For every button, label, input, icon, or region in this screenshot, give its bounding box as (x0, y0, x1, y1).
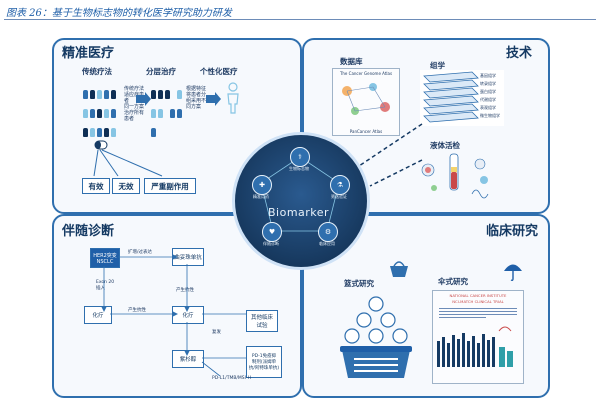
outcome-arrows (93, 149, 163, 177)
biomarker-label: Biomarker (268, 206, 330, 219)
outcome-severe-side-effects: 严重副作用 (144, 178, 196, 194)
amplification-label: 扩增/过表达 (128, 250, 153, 255)
nci-match-trial-figure: NATIONAL CANCER INSTITUTE NCI-MATCH CLIN… (432, 290, 524, 384)
exon20-label: Exon 20 插入 (96, 280, 115, 291)
traditional-therapy-label: 传统疗法 (82, 67, 112, 76)
technology-title: 技术 (506, 46, 533, 61)
omics-label: 组学 (430, 61, 445, 70)
node-label-0: 生物标志物 (289, 166, 309, 171)
clinical-research-title: 临床研究 (486, 224, 539, 239)
basket-study-label: 篮式研究 (344, 279, 374, 288)
precision-medicine-title: 精准医疗 (62, 46, 115, 61)
figure-caption: 图表 26：基于生物标志物的转化医学研究助力研发 (6, 8, 232, 19)
arrow-to-stratified (136, 92, 151, 106)
liquid-biopsy-figure (421, 153, 489, 199)
nci-match-crowd (437, 326, 513, 367)
cancer-genome-atlas-figure: The Cancer Genome Atlas PanCancer Atlas (332, 68, 400, 136)
biomarker-node-bottom-right: ⚙ (318, 222, 338, 242)
chemo-box-1: 化疗 (84, 306, 112, 324)
patient-crowd-figure (82, 84, 122, 141)
outcome-ineffective: 无效 (112, 178, 140, 194)
umbrella-study-label: 伞式研究 (438, 277, 468, 286)
node-label-3: 伴随诊断 (263, 241, 279, 246)
node-label-2: 临床应用 (319, 241, 335, 246)
biomarker-node-left: ✚ (252, 175, 272, 195)
individual-patient-icon (227, 82, 239, 114)
omics-layers-figure: 基因组学 转录组学 蛋白组学 代谢组学 表观组学 微生物组学 (420, 70, 504, 126)
nci-match-title: NATIONAL CANCER INSTITUTE NCI-MATCH CLIN… (449, 293, 507, 304)
umbrella-icon (504, 264, 522, 282)
atlas-pathways (342, 83, 390, 115)
personalized-medicine-label: 个性化医疗 (200, 67, 238, 76)
companion-diagnostics-title: 伴随诊断 (62, 224, 115, 239)
stratified-treatment-label: 分层治疗 (146, 67, 176, 76)
biomarker-node-right: ⚗ (330, 175, 350, 195)
traditional-notes: 传统疗法 适应症患者 同一方案 治疗所有 患者 (124, 86, 145, 122)
outcome-effective: 有效 (82, 178, 110, 194)
pdl1-tmb-label: PD-L1/TMB/MSI-H (212, 376, 251, 381)
biomarker-node-bottom-left: ♥ (262, 222, 282, 242)
basket-icon (390, 261, 408, 277)
pd1-inhibitor-box: PD-1免疫抑 制剂(派姆单 抗/阿特珠单抗) (246, 346, 282, 378)
atlas-subtitle: PanCancer Atlas (349, 129, 383, 134)
companion-flow-arrows (101, 254, 246, 377)
arrow-to-personalized (206, 92, 221, 106)
her2-nsclc-box: HER2突变 NSCLC (90, 248, 120, 268)
pill-icon (94, 140, 108, 150)
node-label-4: 精准用药 (253, 194, 269, 199)
node-label-1: 筛选验证 (331, 194, 347, 199)
trastuzumab-box: 曲妥珠单抗 (172, 248, 204, 266)
caption-rule (4, 19, 596, 20)
biomarker-node-top: ⚕ (290, 147, 310, 167)
recurrence-label: 复发 (212, 330, 221, 335)
liquid-biopsy-label: 液体活检 (430, 141, 460, 150)
basket-pyramid-figure (340, 296, 412, 378)
other-trials-box: 其他临床 试验 (246, 310, 278, 332)
stratified-groups-figure (150, 84, 186, 141)
resistance-label-1: 产生抗性 (176, 288, 194, 293)
stratified-notes: 根据特征 将患者分 组采用不 同方案 (186, 86, 207, 110)
omics-stack (423, 71, 479, 123)
atlas-title: The Cancer Genome Atlas (339, 71, 393, 76)
resistance-label-2: 产生抗性 (128, 308, 146, 313)
database-label: 数据库 (340, 57, 363, 66)
omics-row-labels: 基因组学 转录组学 蛋白组学 代谢组学 表观组学 微生物组学 (480, 73, 500, 118)
